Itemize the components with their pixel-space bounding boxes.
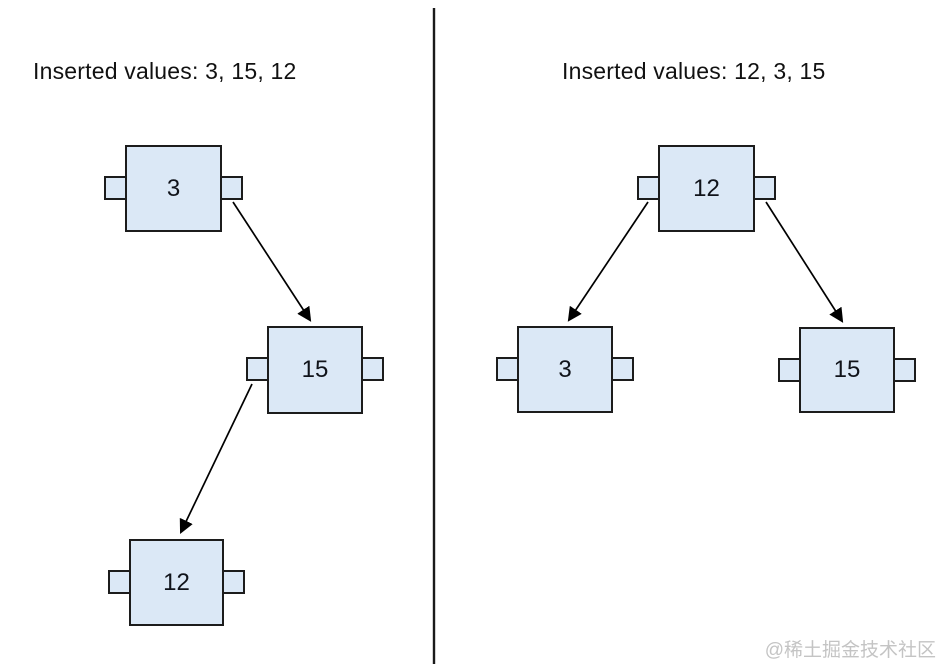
node-value: 12	[163, 568, 190, 596]
edge-arrow-left-3-to-15	[232, 201, 312, 322]
node-value: 15	[301, 356, 329, 383]
node-box	[129, 539, 224, 626]
node-value: 3	[558, 355, 572, 383]
watermark: @稀土掘金技术社区	[764, 640, 936, 661]
node-box	[799, 327, 895, 413]
node-box	[267, 326, 363, 414]
left-tree-title: Inserted values: 3, 15, 12	[33, 58, 297, 84]
right-tree-node-15: 15	[778, 327, 916, 413]
edge-arrow-left-15-to-12	[179, 383, 253, 534]
edge-arrow-right-12-to-3	[567, 201, 649, 322]
left-child-pointer-slot	[778, 358, 803, 382]
left-tree-root-node: 3	[104, 145, 243, 232]
node-value: 3	[166, 174, 181, 202]
right-tree-title: Inserted values: 12, 3, 15	[562, 58, 826, 84]
right-tree-root-node: 12	[637, 145, 776, 232]
left-tree-node-12: 12	[108, 539, 245, 626]
node-box	[658, 145, 755, 232]
left-tree-node-15: 15	[246, 326, 384, 414]
left-child-pointer-slot	[108, 570, 133, 594]
node-value: 15	[833, 356, 861, 383]
node-box	[125, 145, 222, 232]
node-value: 12	[693, 174, 720, 202]
node-box	[517, 326, 613, 413]
edge-arrow-right-12-to-15	[765, 201, 844, 323]
right-tree-node-3: 3	[496, 326, 634, 413]
